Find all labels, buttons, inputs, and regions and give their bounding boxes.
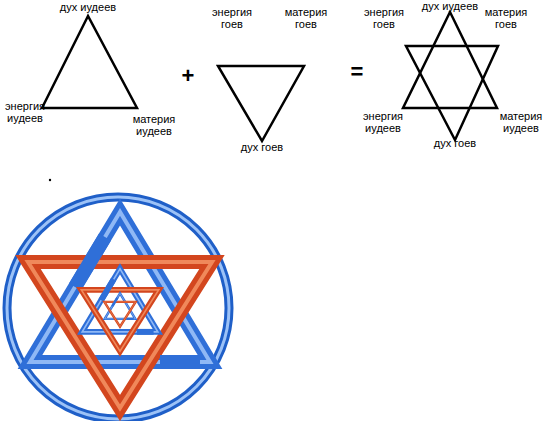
- vertex-label: энергия гоев: [360, 6, 408, 30]
- vertex-label: дух иудеев: [48, 1, 128, 13]
- vertex-label: материя гоев: [280, 6, 332, 30]
- operator-sign: =: [346, 60, 368, 84]
- vertex-label: материя гоев: [480, 6, 532, 30]
- vertex-label: дух гоев: [222, 141, 302, 153]
- downward-triangle: [406, 46, 498, 140]
- vertex-label: материя иудеев: [128, 113, 180, 137]
- vertex-label: дух гоев: [415, 137, 495, 149]
- triangles: [42, 12, 498, 141]
- vertex-label: энергия иудеев: [358, 110, 408, 134]
- downward-triangle: [218, 66, 304, 141]
- vertex-label: дух иудеев: [410, 0, 490, 12]
- upward-triangle: [403, 12, 497, 108]
- vertex-label: материя иудеев: [494, 110, 548, 134]
- upward-triangle: [42, 16, 137, 108]
- vertex-label: энергия иудеев: [1, 100, 49, 124]
- vertex-label: энергия гоев: [208, 6, 256, 30]
- emblem: [7, 197, 229, 419]
- dot: [49, 179, 51, 181]
- operator-sign: +: [178, 64, 198, 88]
